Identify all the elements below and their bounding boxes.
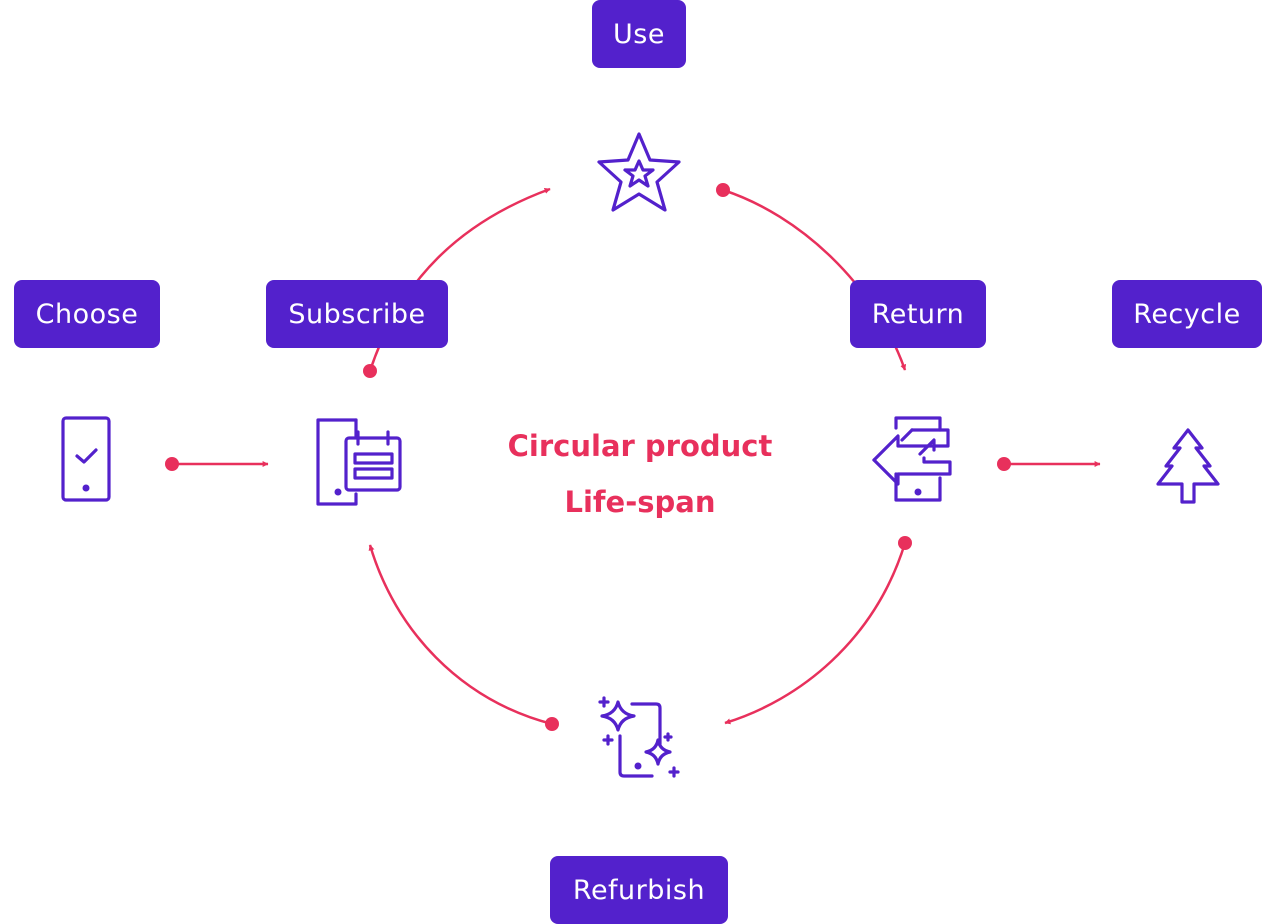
phone-calendar-icon <box>316 418 402 506</box>
stage-label-choose: Choose <box>14 280 160 348</box>
arrow-start-dot <box>716 183 730 197</box>
arrow-start-dot <box>997 457 1011 471</box>
phone-sparkle-icon <box>598 696 680 778</box>
phone-return-icon <box>872 416 952 502</box>
diagram-title-line1: Circular product <box>507 429 773 463</box>
tree-icon <box>1156 428 1220 504</box>
arrow-return-to-refurbish <box>724 542 907 725</box>
arrow-start-dot <box>165 457 179 471</box>
diagram-title-line2: Life-span <box>564 485 716 519</box>
stage-label-subscribe: Subscribe <box>266 280 448 348</box>
arrow-start-dot <box>898 536 912 550</box>
star-icon <box>597 132 681 212</box>
stage-label-return: Return <box>850 280 986 348</box>
phone-check-icon <box>61 416 111 502</box>
stage-label-refurbish: Refurbish <box>550 856 728 924</box>
arrow-start-dot <box>545 717 559 731</box>
arrow-start-dot <box>363 364 377 378</box>
stage-label-recycle: Recycle <box>1112 280 1262 348</box>
stage-label-use: Use <box>592 0 686 68</box>
diagram-title: Circular product Life-span <box>440 418 840 530</box>
arrow-refurbish-to-subscribe <box>368 544 553 726</box>
